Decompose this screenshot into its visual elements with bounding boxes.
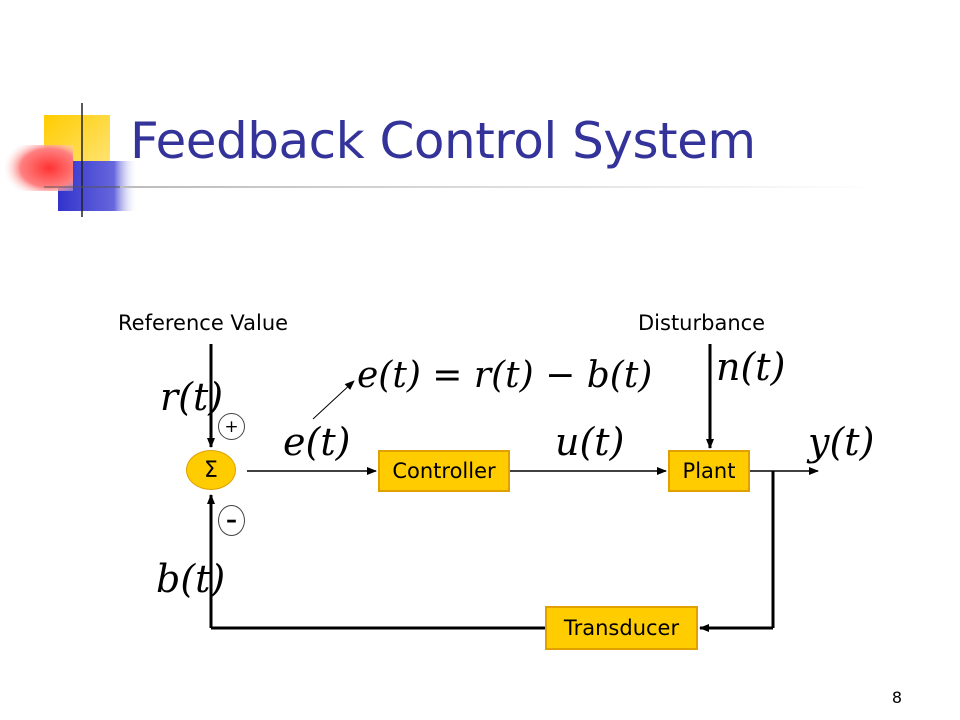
page-number: 8: [891, 688, 902, 707]
plus-sign: +: [218, 413, 245, 440]
red-square: [5, 145, 73, 191]
signal-n: n(t): [716, 345, 786, 389]
reference-value-label: Reference Value: [118, 311, 289, 335]
controller-block: Controller: [378, 450, 510, 492]
pointer-to-equation: [312, 380, 355, 420]
summing-junction: Σ: [186, 450, 236, 490]
transducer-block: Transducer: [545, 606, 698, 650]
signal-b: b(t): [156, 557, 226, 601]
signal-u: u(t): [555, 420, 625, 464]
signal-y: y(t): [808, 420, 875, 464]
title-underline: [120, 186, 880, 188]
disturbance-label: Disturbance: [638, 311, 766, 335]
slide-title: Feedback Control System: [130, 112, 756, 170]
error-equation: e(t) = r(t) − b(t): [357, 355, 653, 396]
signal-r: r(t): [160, 375, 224, 419]
signal-e: e(t): [283, 420, 351, 464]
sigma-symbol: Σ: [204, 457, 218, 483]
plant-block: Plant: [668, 450, 750, 492]
minus-sign: –: [218, 505, 245, 536]
